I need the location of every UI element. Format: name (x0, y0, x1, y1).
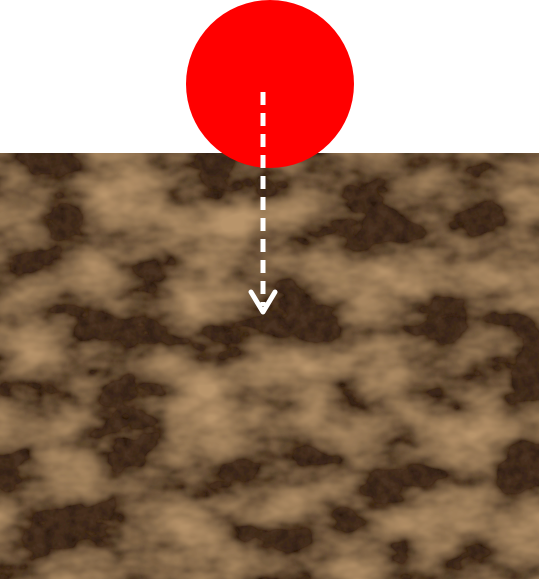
arrow-head (248, 289, 278, 315)
red-ball (186, 0, 354, 168)
marble-surface (0, 153, 539, 579)
marble-slab (0, 153, 539, 579)
downward-arrow (248, 92, 278, 315)
